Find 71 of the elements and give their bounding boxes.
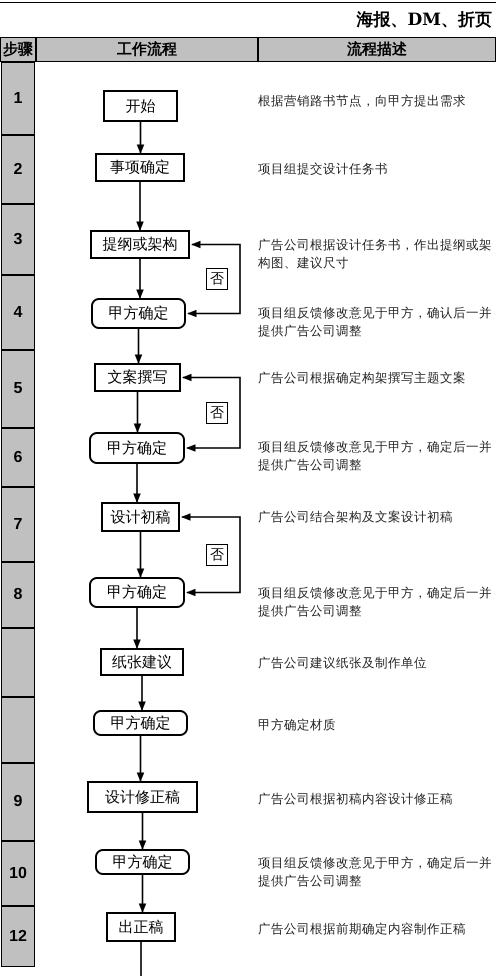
step-label: 设计修正稿 <box>105 788 180 806</box>
process-box <box>95 153 185 182</box>
process-box <box>100 648 184 676</box>
process-box <box>106 912 176 942</box>
column-header: 工作流程 <box>36 37 258 62</box>
step-label: 甲方确定 <box>107 438 167 458</box>
step-label: 开始 <box>126 96 156 116</box>
step-number-cell: 2 <box>1 135 35 204</box>
step-description: 项目组提交设计任务书 <box>258 160 389 178</box>
step-number-cell: 5 <box>1 350 35 428</box>
step-number-cell: 10 <box>1 841 35 906</box>
step-label: 甲方确定 <box>112 852 172 872</box>
arrow <box>136 259 144 299</box>
edge-label: 否 <box>206 544 228 566</box>
arrow <box>136 736 144 782</box>
step-label: 事项确定 <box>110 158 170 177</box>
step-description: 项目组反馈修改意见于甲方，确定后一并提供广告公司调整 <box>258 438 493 474</box>
step-description: 甲方确定材质 <box>258 716 337 734</box>
step-description: 项目组反馈修改意见于甲方，确认后一并提供广告公司调整 <box>258 304 493 340</box>
step-header: 步骤 <box>0 37 36 62</box>
step-label: 文案撰写 <box>108 368 168 387</box>
step-label: 甲方确定 <box>107 583 167 602</box>
confirm-box <box>93 710 188 736</box>
step-number-cell: 8 <box>1 562 35 628</box>
arrow <box>133 608 141 649</box>
arrow <box>138 813 146 850</box>
step-number-cell: 12 <box>1 906 35 967</box>
arrow <box>136 532 144 578</box>
step-number-cell: 4 <box>1 275 35 350</box>
step-label: 设计初稿 <box>110 508 170 526</box>
step-description: 广告公司建议纸张及制作单位 <box>258 654 428 672</box>
arrow <box>134 392 142 433</box>
step-description: 广告公司结合架构及文案设计初稿 <box>258 508 454 526</box>
column-header: 流程描述 <box>258 37 496 62</box>
arrow <box>187 240 241 318</box>
arrow <box>133 464 141 503</box>
process-box <box>90 230 190 259</box>
step-label: 出正稿 <box>118 918 164 936</box>
arrow <box>182 374 241 452</box>
arrow <box>138 676 146 711</box>
step-description: 广告公司根据前期确定内容制作正稿 <box>258 920 467 938</box>
process-box <box>87 781 198 813</box>
step-label: 甲方确定 <box>110 714 170 732</box>
step-description: 广告公司根据确定构架撰写主题文案 <box>258 369 467 387</box>
process-box <box>94 363 181 392</box>
step-description: 项目组反馈修改意见于甲方，确定后一并提供广告公司调整 <box>258 584 493 620</box>
edge-label: 否 <box>206 402 228 424</box>
step-description: 根据营销路书节点，向甲方提出需求 <box>258 92 467 110</box>
step-description: 广告公司根据设计任务书，作出提纲或架构图、建议尺寸 <box>258 236 493 272</box>
step-number-cell: 9 <box>1 763 35 841</box>
step-label: 甲方确定 <box>108 304 168 323</box>
step-number-cell: 6 <box>1 428 35 487</box>
process-box <box>101 502 180 532</box>
step-number-cell: 7 <box>1 487 35 562</box>
arrow <box>136 182 144 231</box>
process-box <box>103 90 178 122</box>
arrow <box>134 329 142 364</box>
step-description: 广告公司根据初稿内容设计修正稿 <box>258 790 454 808</box>
step-label: 纸张建议 <box>112 652 172 672</box>
arrow <box>136 122 144 154</box>
step-number-cell: 3 <box>1 204 35 275</box>
step-description: 项目组反馈修改意见于甲方，确定后一并提供广告公司调整 <box>258 854 493 890</box>
arrow <box>138 875 146 913</box>
step-number-cell: 1 <box>1 62 35 135</box>
confirm-box <box>95 849 190 875</box>
confirm-box <box>89 432 185 464</box>
step-label: 提纲或架构 <box>102 235 178 254</box>
edge-label: 否 <box>206 268 228 290</box>
confirm-box <box>89 577 185 608</box>
confirm-box <box>91 298 186 329</box>
arrow <box>181 513 241 596</box>
